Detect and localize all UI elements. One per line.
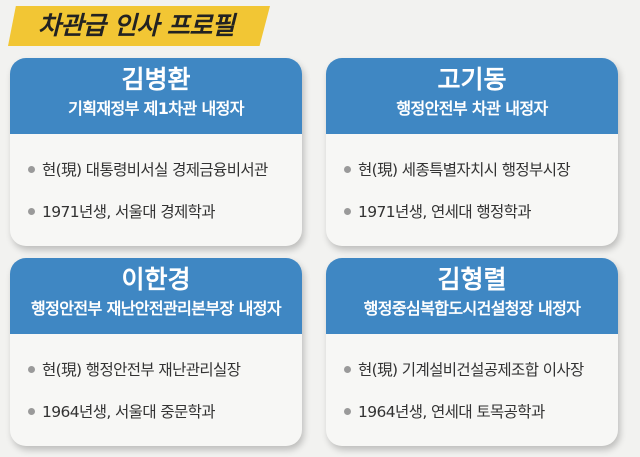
- profile-current-position: 현(現) 행정안전부 재난관리실장: [42, 361, 241, 379]
- profile-card-body: 현(現) 대통령비서실 경제금융비서관 1971년생, 서울대 경제학과: [10, 134, 302, 232]
- profile-birth-education: 1964년생, 서울대 중문학과: [42, 403, 216, 421]
- profile-current-position: 현(現) 기계설비건설공제조합 이사장: [358, 361, 584, 379]
- title-banner: [8, 6, 270, 46]
- profile-detail-item: 현(現) 세종특별자치시 행정부시장: [344, 148, 618, 190]
- profile-card-body: 현(現) 행정안전부 재난관리실장 1964년생, 서울대 중문학과: [10, 334, 302, 432]
- bullet-icon: [344, 365, 351, 373]
- profile-role: 기획재정부 제1차관 내정자: [68, 99, 244, 118]
- profile-detail-item: 1964년생, 연세대 토목공학과: [344, 390, 618, 432]
- bullet-icon: [344, 165, 351, 173]
- profile-role: 행정안전부 차관 내정자: [396, 99, 548, 118]
- profile-card-header: 김병환 기획재정부 제1차관 내정자: [10, 58, 302, 134]
- bullet-icon: [344, 207, 351, 215]
- profile-detail-item: 현(現) 기계설비건설공제조합 이사장: [344, 348, 618, 390]
- profile-name: 이한경: [121, 265, 191, 294]
- profile-card-header: 김형렬 행정중심복합도시건설청장 내정자: [326, 258, 618, 334]
- profile-birth-education: 1971년생, 연세대 행정학과: [358, 203, 532, 221]
- bullet-icon: [28, 365, 35, 373]
- profile-name: 고기동: [437, 65, 507, 94]
- profile-card-body: 현(現) 기계설비건설공제조합 이사장 1964년생, 연세대 토목공학과: [326, 334, 618, 432]
- profile-card-body: 현(現) 세종특별자치시 행정부시장 1971년생, 연세대 행정학과: [326, 134, 618, 232]
- bullet-icon: [28, 165, 35, 173]
- bullet-icon: [28, 207, 35, 215]
- profile-card: 고기동 행정안전부 차관 내정자 현(現) 세종특별자치시 행정부시장 1971…: [326, 58, 618, 246]
- profile-card: 김병환 기획재정부 제1차관 내정자 현(現) 대통령비서실 경제금융비서관 1…: [10, 58, 302, 246]
- profile-current-position: 현(現) 세종특별자치시 행정부시장: [358, 161, 571, 179]
- profile-card: 김형렬 행정중심복합도시건설청장 내정자 현(現) 기계설비건설공제조합 이사장…: [326, 258, 618, 446]
- profile-card-header: 이한경 행정안전부 재난안전관리본부장 내정자: [10, 258, 302, 334]
- profile-detail-item: 현(現) 대통령비서실 경제금융비서관: [28, 148, 302, 190]
- profile-birth-education: 1964년생, 연세대 토목공학과: [358, 403, 545, 421]
- profile-detail-item: 현(現) 행정안전부 재난관리실장: [28, 348, 302, 390]
- profile-card: 이한경 행정안전부 재난안전관리본부장 내정자 현(現) 행정안전부 재난관리실…: [10, 258, 302, 446]
- profile-name: 김형렬: [437, 265, 507, 294]
- profile-current-position: 현(現) 대통령비서실 경제금융비서관: [42, 161, 268, 179]
- profile-detail-item: 1971년생, 연세대 행정학과: [344, 190, 618, 232]
- profile-detail-item: 1971년생, 서울대 경제학과: [28, 190, 302, 232]
- profile-birth-education: 1971년생, 서울대 경제학과: [42, 203, 216, 221]
- profile-role: 행정중심복합도시건설청장 내정자: [363, 299, 581, 318]
- page-title: 차관급 인사 프로필: [38, 11, 235, 40]
- bullet-icon: [28, 407, 35, 415]
- profile-detail-item: 1964년생, 서울대 중문학과: [28, 390, 302, 432]
- profile-role: 행정안전부 재난안전관리본부장 내정자: [31, 299, 282, 318]
- bullet-icon: [344, 407, 351, 415]
- profile-name: 김병환: [121, 65, 191, 94]
- profile-card-header: 고기동 행정안전부 차관 내정자: [326, 58, 618, 134]
